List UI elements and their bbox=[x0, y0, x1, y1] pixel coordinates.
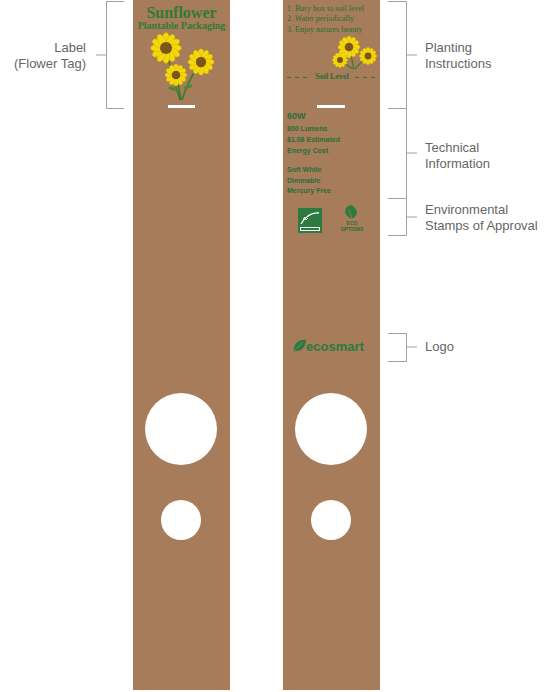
strip-text: Sunflower bbox=[133, 3, 230, 22]
strip-text: Soil Level bbox=[310, 72, 354, 82]
strip-text: Mercury Free bbox=[287, 187, 331, 195]
callout-brackets bbox=[96, 2, 417, 362]
strip-text: ECO bbox=[338, 220, 366, 226]
callout-label: Label (Flower Tag) bbox=[10, 40, 86, 72]
strip-text: 1. Bury box to soil level bbox=[287, 4, 364, 14]
strip-text: 60W bbox=[287, 111, 306, 122]
strip-text: Plantable Packaging bbox=[133, 20, 230, 32]
strip-text: 2. Water periodically bbox=[287, 14, 354, 24]
callout-label: Environmental Stamps of Approval bbox=[425, 202, 549, 234]
strip-text: Dimmable bbox=[287, 177, 320, 185]
right-flower-art bbox=[287, 36, 378, 540]
strip-text: $1.08 Estimated bbox=[287, 136, 340, 144]
strip-text: ecosmart bbox=[306, 339, 364, 355]
strip-text: OPTIONS bbox=[336, 226, 368, 232]
strip-text: 800 Lumens bbox=[287, 125, 327, 133]
callout-label: Logo bbox=[425, 339, 485, 355]
strip-text: Soft White bbox=[287, 166, 322, 174]
packaging-strip: SunflowerPlantable Packaging bbox=[133, 0, 230, 690]
left-flower-art bbox=[145, 33, 217, 540]
strip-text: Energy Cost bbox=[287, 147, 328, 155]
callout-label: Planting Instructions bbox=[425, 40, 515, 72]
strip-text: 3. Enjoy natures beauty bbox=[287, 25, 363, 35]
callout-label: Technical Information bbox=[425, 140, 515, 172]
